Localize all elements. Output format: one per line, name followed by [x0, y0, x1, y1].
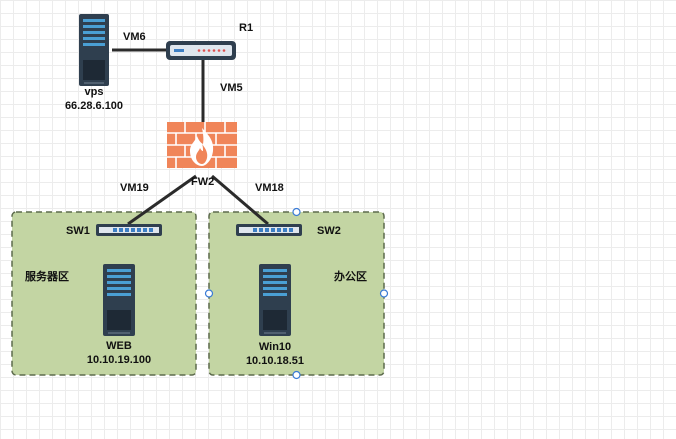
web-name-label: WEB	[106, 340, 132, 352]
office-zone-label: 办公区	[334, 271, 367, 283]
win10-name-label: Win10	[258, 341, 292, 353]
switch-sw1-icon[interactable]	[96, 224, 162, 236]
firewall-name-label: FW2	[191, 176, 215, 188]
switch-sw1-label: SW1	[66, 225, 90, 237]
vps-name-label: vps	[84, 86, 104, 98]
switch-sw2-icon[interactable]	[236, 224, 302, 236]
win10-server-icon[interactable]	[259, 264, 291, 336]
link-vm18-label: VM18	[255, 182, 284, 194]
office-zone[interactable]	[208, 211, 385, 376]
link-vm19-label: VM19	[120, 182, 149, 194]
router-name-label: R1	[239, 22, 254, 34]
selection-handles[interactable]	[204, 207, 389, 380]
firewall-icon[interactable]	[167, 122, 237, 168]
link-vm18[interactable]	[211, 174, 269, 226]
switch-sw2-label: SW2	[317, 225, 341, 237]
vps-server-icon[interactable]	[79, 14, 109, 86]
router-icon[interactable]	[166, 41, 236, 60]
web-server-icon[interactable]	[103, 264, 135, 336]
link-vm19[interactable]	[127, 174, 197, 226]
web-ip-label: 10.10.19.100	[86, 354, 152, 366]
win10-ip-label: 10.10.18.51	[245, 355, 305, 367]
server-zone-label: 服务器区	[25, 271, 69, 283]
link-vm5-label: VM5	[220, 82, 243, 94]
link-vm6-label: VM6	[123, 31, 146, 43]
vps-ip-label: 66.28.6.100	[64, 100, 124, 112]
